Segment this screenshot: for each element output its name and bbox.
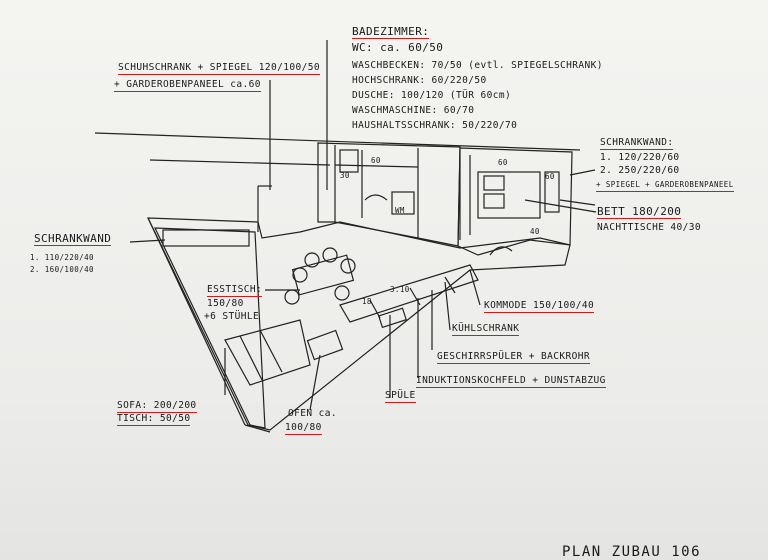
bedroom-outline — [457, 147, 573, 256]
door-arc-bath — [364, 194, 388, 201]
door-arc-bed — [489, 246, 513, 256]
wardrobe-left-item2: 2. 160/100/40 — [30, 265, 94, 274]
stove-symbol — [306, 329, 344, 361]
top-guide-line-2 — [149, 159, 331, 166]
washer-symbol — [391, 191, 415, 215]
dining-size: 150/80 — [207, 298, 244, 309]
plan-title: PLAN ZUBAU 106 — [562, 544, 702, 560]
bath-title: BADEZIMMER: — [352, 25, 430, 39]
bath-utility-cabinet: HAUSHALTSSCHRANK: 50/220/70 — [352, 120, 518, 131]
bathroom-outline — [317, 142, 461, 247]
dining-table-symbol — [291, 254, 355, 296]
wc-symbol — [339, 149, 359, 173]
dim-label: 3.10 — [390, 285, 410, 294]
cooktop-label: INDUKTIONSKOCHFELD + DUNSTABZUG — [416, 375, 606, 388]
shoe-cabinet-line2: + GARDEROBENPANEEL ca.60 — [114, 79, 261, 92]
wardrobe-left-title: SCHRANKWAND — [34, 232, 112, 246]
wardrobe-right-item2: 2. 250/220/60 — [600, 165, 680, 176]
stove-label: OFEN ca. — [288, 408, 337, 419]
kitchen-counter — [339, 264, 479, 323]
wardrobe-right-item3: + SPIEGEL + GARDEROBENPANEEL — [596, 179, 734, 192]
nightstand-symbol — [544, 171, 560, 213]
dim-label: 60 — [498, 158, 508, 167]
sofa-label: SOFA: 200/200 — [117, 400, 197, 413]
bath-washer: WASCHMASCHINE: 60/70 — [352, 105, 475, 116]
table-label: TISCH: 50/50 — [117, 413, 191, 426]
stove-size: 100/80 — [285, 422, 322, 435]
bath-washbasin: WASCHBECKEN: 70/50 (evtl. SPIEGELSCHRANK… — [352, 60, 603, 71]
dim-label: 60 — [545, 172, 555, 181]
sink-label: SPÜLE — [385, 390, 416, 403]
living-room-outline — [147, 217, 571, 431]
top-guide-line — [94, 132, 581, 151]
dim-label: 30 — [340, 171, 350, 180]
bath-shower: DUSCHE: 100/120 (TÜR 60cm) — [352, 90, 512, 101]
bath-wc: WC: ca. 60/50 — [352, 41, 444, 54]
dresser-label: KOMMODE 150/100/40 — [484, 300, 595, 313]
dining-chairs: +6 STÜHLE — [204, 311, 260, 322]
fridge-label: KÜHLSCHRANK — [452, 323, 520, 336]
dim-label: WM — [395, 206, 405, 215]
dim-label: 40 — [530, 227, 540, 236]
bath-tall-cabinet: HOCHSCHRANK: 60/220/50 — [352, 75, 487, 86]
sofa-symbol — [224, 319, 311, 386]
nightstand-label: NACHTTISCHE 40/30 — [597, 222, 702, 233]
dim-label: 18 — [362, 297, 372, 306]
dim-label: 60 — [371, 156, 381, 165]
wardrobe-right-title: SCHRANKWAND: — [600, 137, 674, 150]
wardrobe-left-item1: 1. 110/220/40 — [30, 253, 94, 262]
shoe-cabinet-line1: SCHUHSCHRANK + SPIEGEL 120/100/50 — [118, 62, 320, 75]
sink-symbol — [377, 307, 407, 329]
bed-label: BETT 180/200 — [597, 205, 682, 219]
dining-title: ESSTISCH: — [207, 284, 263, 297]
bed-symbol — [477, 171, 541, 219]
dishwasher-label: GESCHIRRSPÜLER + BACKROHR — [437, 351, 590, 364]
left-wardrobe-symbol — [162, 229, 250, 247]
wardrobe-right-item1: 1. 120/220/60 — [600, 152, 680, 163]
